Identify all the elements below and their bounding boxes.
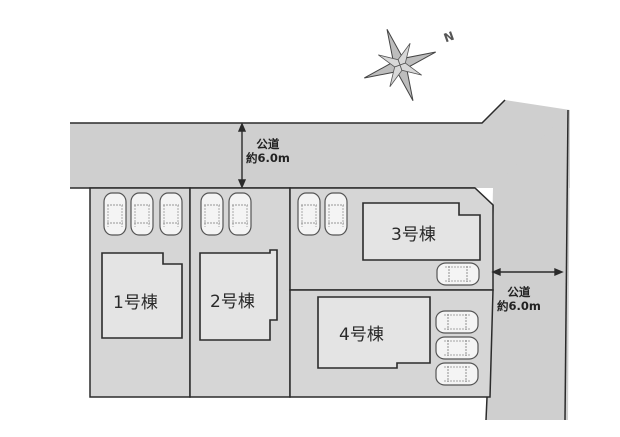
north-road-width: 約6.0m xyxy=(246,151,290,165)
building-3-label: 3号棟 xyxy=(391,225,436,245)
building-2-label: 2号棟 xyxy=(210,292,255,312)
building-4-label: 4号棟 xyxy=(339,325,384,345)
north-road xyxy=(70,99,570,189)
compass-rose-icon xyxy=(364,29,436,101)
east-road-name: 公道 xyxy=(507,285,531,299)
east-road-label: 公道 約6.0m xyxy=(497,285,541,313)
north-road-dimension xyxy=(237,122,247,189)
building-1-label: 1号棟 xyxy=(113,293,158,313)
north-road-label: 公道 約6.0m xyxy=(246,137,290,165)
north-road-name: 公道 xyxy=(256,137,280,151)
east-road-dimension xyxy=(491,267,564,277)
east-road-width: 約6.0m xyxy=(497,299,541,313)
building-shapes xyxy=(101,202,481,369)
